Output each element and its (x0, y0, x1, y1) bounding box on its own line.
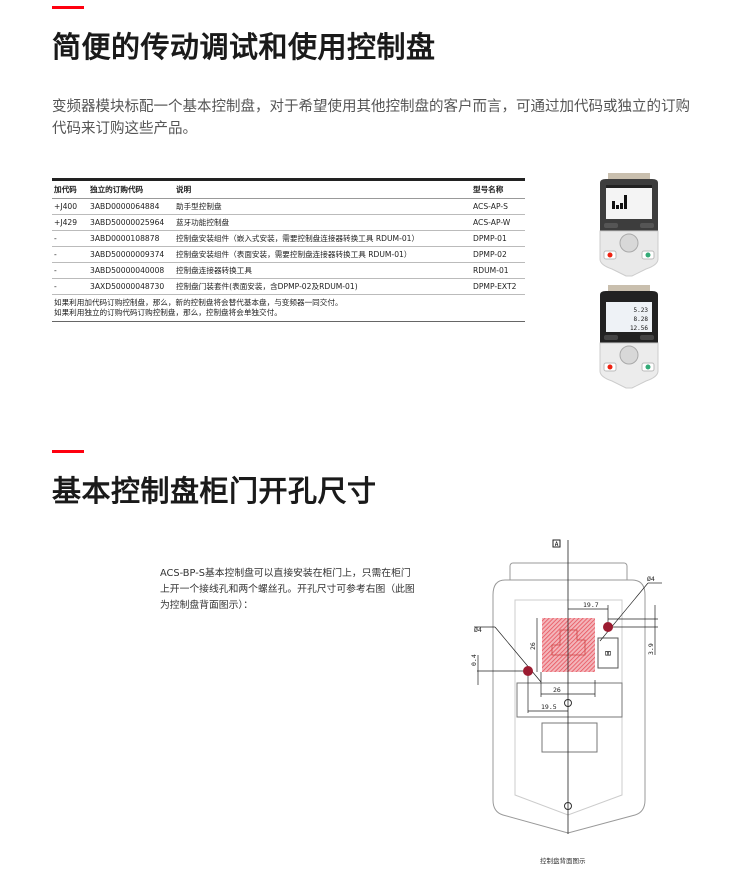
dim-label: 0.4 (470, 654, 478, 666)
assistant-panel-image (599, 173, 659, 277)
table-note: 如果利用加代码订购控制盘，那么，新的控制盘将会替代基本盘，与变频器一同交付。 (54, 298, 343, 307)
table-cell: 控制盘安装组件（嵌入式安装，需要控制盘连接器转换工具 RDUM-01） (174, 230, 471, 247)
intro-paragraph: 变频器模块标配一个基本控制盘，对于希望使用其他控制盘的客户而言，可通过加代码或独… (52, 99, 690, 137)
table-note: 如果利用独立的订购代码订购控制盘，那么，控制盘将会单独交付。 (54, 308, 282, 317)
col-header: 加代码 (52, 179, 88, 199)
col-header: 独立的订购代码 (88, 179, 174, 199)
dim-label: Ø4 (647, 575, 655, 583)
table-cell: ACS-AP-W (471, 214, 525, 231)
table-cell: 3ABD0000108878 (88, 230, 174, 247)
table-cell: 蓝牙功能控制盘 (174, 214, 471, 231)
table-cell: 助手型控制盘 (174, 198, 471, 215)
table-cell: 3ABD0000064884 (88, 198, 174, 215)
accent-bar (52, 6, 84, 9)
section-title: 简便的传动调试和使用控制盘 (52, 30, 436, 64)
table-cell: 3ABD50000040008 (88, 262, 174, 279)
dim-label: 3.9 (647, 643, 655, 655)
dim-label: 19.5 (541, 703, 557, 711)
table-cell: +J400 (52, 198, 88, 215)
col-header: 型号名称 (471, 179, 525, 199)
dim-label: 26 (529, 642, 537, 650)
bluetooth-panel-image: 5.23 8.28 12.56 (599, 285, 659, 389)
table-cell: - (52, 278, 88, 295)
col-header: 说明 (174, 179, 471, 199)
table-cell: ACS-AP-S (471, 198, 525, 215)
table-cell: 3AXD50000048730 (88, 278, 174, 295)
table-cell: +J429 (52, 214, 88, 231)
accent-bar (52, 450, 84, 453)
table-cell: 控制盘连接器转换工具 (174, 262, 471, 279)
table-header-row: 加代码 独立的订购代码 说明 型号名称 (52, 179, 525, 199)
table-cell: RDUM-01 (471, 262, 525, 279)
table-cell: - (52, 262, 88, 279)
table-cell: DPMP-01 (471, 230, 525, 247)
dim-label: 26 (553, 686, 561, 694)
section-title: 基本控制盘柜门开孔尺寸 (52, 474, 377, 508)
recycle-bin-icon: ⌧ (605, 647, 612, 660)
datum-label: A (555, 541, 559, 548)
table-cell: DPMP-EXT2 (471, 278, 525, 295)
table-cell: DPMP-02 (471, 246, 525, 263)
table-cell: 控制盘门装套件(表面安装，含DPMP-02及RDUM-01) (174, 278, 471, 295)
table-notes: 如果利用加代码订购控制盘，那么，新的控制盘将会替代基本盘，与变频器一同交付。如果… (52, 294, 525, 322)
diagram-caption: 控制盘背面图示 (540, 857, 586, 865)
dim-label: 19.7 (583, 601, 599, 609)
table-cell: 3ABD50000009374 (88, 246, 174, 263)
panel-value: 8.28 (634, 316, 649, 323)
dim-label: Ø4 (474, 626, 482, 634)
table-cell: - (52, 246, 88, 263)
table-cell: - (52, 230, 88, 247)
panel-value: 5.23 (634, 307, 649, 314)
cutout-description: ACS-BP-S基本控制盘可以直接安装在柜门上，只需在柜门上开一个接线孔和两个螺… (160, 568, 415, 611)
table-cell: 控制盘安装组件（表面安装，需要控制盘连接器转换工具 RDUM-01） (174, 246, 471, 263)
panel-value: 12.56 (630, 325, 648, 332)
table-cell: 3ABD50000025964 (88, 214, 174, 231)
